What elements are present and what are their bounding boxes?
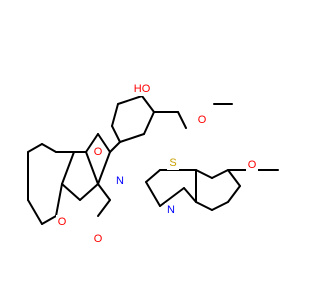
bond-19 [119, 133, 145, 143]
bond-14 [61, 183, 81, 201]
bond-31 [183, 187, 197, 203]
atom-label-O_pyran: O [58, 216, 67, 228]
bond-22 [117, 95, 143, 105]
bond-16 [97, 183, 111, 201]
atom-label-N_thiazole: N [167, 204, 175, 216]
bond-10 [85, 133, 99, 153]
bond-36 [227, 169, 241, 187]
bond-37 [227, 185, 241, 203]
bond-33 [145, 181, 161, 207]
bond-34 [195, 169, 213, 179]
bond-38 [211, 201, 229, 211]
bond-0 [27, 143, 43, 153]
bond-5 [41, 215, 57, 225]
atom-label-N_pyrrolidine: N [116, 175, 124, 187]
atom-label-OH_phenol: HO [134, 83, 151, 95]
atom-O_pyran: O [56, 215, 68, 229]
bond-35 [211, 169, 229, 179]
atom-OH_phenol: HO [132, 82, 152, 96]
atom-label-O_ether_benzothiazole: O [248, 159, 257, 171]
atom-O_ether_phenyl: O [196, 113, 208, 127]
atom-S_thiazole: S [167, 156, 179, 170]
bond-18 [109, 141, 121, 153]
atom-label-layer: O O O N HO O S N [56, 82, 258, 246]
bond-4 [55, 183, 63, 217]
bond-13 [79, 183, 99, 201]
bond-12 [97, 151, 111, 185]
bond-23 [111, 103, 119, 127]
atom-O_carbonyl_top: O [92, 145, 104, 159]
bond-26 [177, 111, 187, 129]
bond-layer [27, 95, 279, 225]
bond-11 [97, 133, 111, 153]
atom-N_pyrrolidine: N [114, 174, 126, 188]
bond-32 [159, 187, 185, 207]
bond-24 [111, 125, 121, 143]
atom-label-S_thiazole: S [169, 157, 176, 169]
bond-21 [141, 95, 155, 113]
atom-O_carbonyl_bottom: O [92, 232, 104, 246]
bond-1 [41, 143, 57, 153]
bond-6 [27, 199, 43, 225]
atom-O_ether_benzothiazole: O [246, 158, 258, 172]
bond-20 [143, 111, 155, 135]
atom-label-O_carbonyl_bottom: O [94, 233, 103, 245]
atom-label-O_ether_phenyl: O [198, 114, 207, 126]
bond-3 [61, 151, 75, 185]
bond-39 [195, 201, 213, 211]
atom-N_thiazole: N [165, 203, 177, 217]
atom-label-O_carbonyl_top: O [94, 146, 103, 158]
molecule-structure: O O O N HO O S N [27, 82, 279, 246]
bond-15 [85, 151, 99, 185]
bond-17 [97, 199, 111, 217]
bond-28 [145, 169, 161, 183]
